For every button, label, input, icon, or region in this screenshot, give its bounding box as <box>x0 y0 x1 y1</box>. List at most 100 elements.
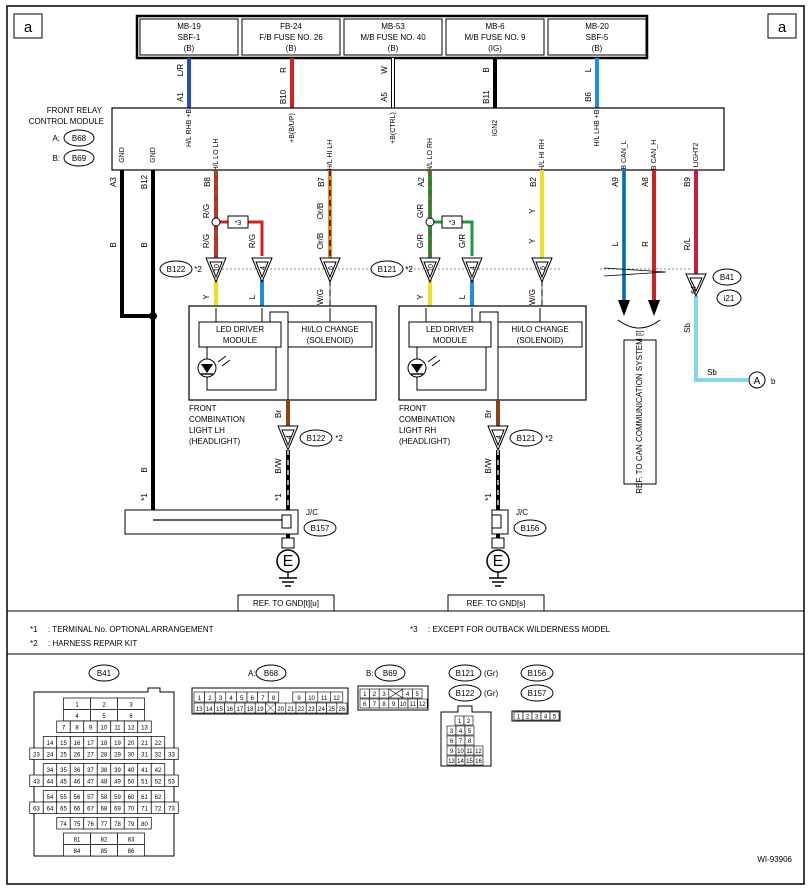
fuse-name: M/B FUSE NO. 9 <box>465 33 526 42</box>
b121-pin: 10 <box>457 749 464 755</box>
joint-connector-id: B156 <box>521 524 540 533</box>
b68-pin: 10 <box>308 696 315 702</box>
b41-pin: 67 <box>87 807 94 813</box>
legend-b122-color: (Gr) <box>484 689 499 698</box>
can-l-arrow <box>618 300 630 316</box>
fuse-wire-code: L <box>584 67 593 72</box>
b41-pin: 74 <box>60 822 67 828</box>
b68-pin: 18 <box>247 707 254 713</box>
inline-conn-lower-code: W/G <box>528 289 537 305</box>
b41-cell <box>137 817 152 830</box>
gnd-ref-text: REF. TO GND[s] <box>467 599 526 608</box>
b69-pin: 1 <box>363 692 367 698</box>
gnd-ref-box[interactable] <box>237 594 335 612</box>
lamp-internal-wire <box>425 308 541 322</box>
module-name-line2: CONTROL MODULE <box>29 117 104 126</box>
star3-label: *3 <box>449 220 456 227</box>
gnd-wire-lower-code: B <box>140 467 149 472</box>
lamp-name: LIGHT RH <box>399 426 436 435</box>
b68-blank-cell <box>265 702 276 714</box>
b68-pin: 17 <box>237 707 244 713</box>
ground-icon-label: E <box>493 553 504 570</box>
legend-b69-oval <box>374 664 406 682</box>
b121-pin: 11 <box>466 749 473 755</box>
lamp-housing <box>398 305 587 401</box>
offpage-a-circle[interactable] <box>748 371 766 389</box>
b41-pin: 76 <box>87 822 94 828</box>
b68-cell <box>267 691 280 703</box>
signal-wire-code: G/R <box>416 204 425 218</box>
joint-connector-pin <box>281 514 292 529</box>
b121-pin: 9 <box>450 749 454 755</box>
module-bottom-terminal: B8 <box>203 177 212 187</box>
b41-pin: 41 <box>141 768 148 774</box>
ground-earth-icon <box>489 572 507 587</box>
b68-pin: 24 <box>318 707 325 713</box>
b41-pin: 7 <box>62 726 66 732</box>
ground-stub-box <box>491 537 505 549</box>
b121-pin: 1 <box>458 719 462 725</box>
inline-conn-triangle-inner <box>423 261 437 279</box>
b41-pin: 77 <box>101 822 108 828</box>
note1-text: : TERMINAL No. OPTIONAL ARRANGEMENT <box>48 625 214 634</box>
inline-conn-pin: 6 <box>328 266 335 270</box>
b69-pin: 6 <box>363 702 367 708</box>
fuse-id: MB-19 <box>177 22 201 31</box>
inline-conn-triangle-inner <box>255 261 269 279</box>
b41-pin: 63 <box>33 807 40 813</box>
b41-pin: 57 <box>87 795 94 801</box>
b41-pin: 37 <box>87 768 94 774</box>
b68-pin: 21 <box>288 707 295 713</box>
b41-pin: 1 <box>75 703 79 709</box>
b41-pin: 47 <box>87 780 94 786</box>
legend-b122-oval <box>448 684 482 702</box>
lamp-internal-wire <box>215 308 331 322</box>
inline-conn-lower-code: Y <box>416 294 425 300</box>
legend-b69: B69 <box>383 669 398 678</box>
b41-pin: 27 <box>87 753 94 759</box>
fuse-name: M/B FUSE NO. 40 <box>360 33 426 42</box>
notes: *1 : TERMINAL No. OPTIONAL ARRANGEMENT *… <box>30 625 611 648</box>
b156-cell <box>549 711 560 721</box>
inline-conn-lower-code: L <box>248 294 257 299</box>
b41-pin: 19 <box>114 741 121 747</box>
b41-pin: 36 <box>74 768 81 774</box>
fuse-type: (B) <box>388 44 399 53</box>
ground-stub-box <box>281 537 295 549</box>
module-bottom-terminal: B12 <box>140 174 149 189</box>
lamp-name: COMBINATION <box>399 415 455 424</box>
module-bottom-terminal: A9 <box>611 177 620 187</box>
inline-conn-lower-code: Y <box>202 294 211 300</box>
b69-pin: 5 <box>416 692 420 698</box>
b156-pin: 3 <box>535 715 539 721</box>
lamp-conn-id: B122 <box>307 434 326 443</box>
fuse-wire-terminal: B6 <box>584 92 593 102</box>
corner-box-left <box>13 13 43 39</box>
module-bottom-pin: H/L HI RH <box>539 139 546 171</box>
b121-pin: 15 <box>466 759 473 765</box>
legend-b121-color: (Gr) <box>484 669 499 678</box>
b156-pin: 4 <box>544 715 548 721</box>
legend-b121-oval <box>448 664 482 682</box>
b41-pin: 42 <box>155 768 162 774</box>
b121-cell <box>473 755 484 766</box>
b41-pin: 32 <box>155 753 162 759</box>
inline-conn-pin: 10 <box>428 264 435 272</box>
inline-conn-pin: 4 <box>470 266 477 270</box>
fuse-cell <box>139 18 239 56</box>
fuse-id: MB-20 <box>585 22 609 31</box>
module-bottom-terminal: A8 <box>641 177 650 187</box>
can-ref-box[interactable] <box>623 339 657 485</box>
module-top-pin: H/L RHB +B <box>186 109 193 147</box>
gnd-ref-box[interactable] <box>447 594 545 612</box>
b121-pin: 5 <box>468 729 472 735</box>
gnd-wire-b12-code: B <box>140 242 149 247</box>
b68-pin: 22 <box>298 707 305 713</box>
led-icon-rays <box>217 355 231 367</box>
b41-pin: 62 <box>155 795 162 801</box>
lamp-conn-id: B121 <box>517 434 536 443</box>
